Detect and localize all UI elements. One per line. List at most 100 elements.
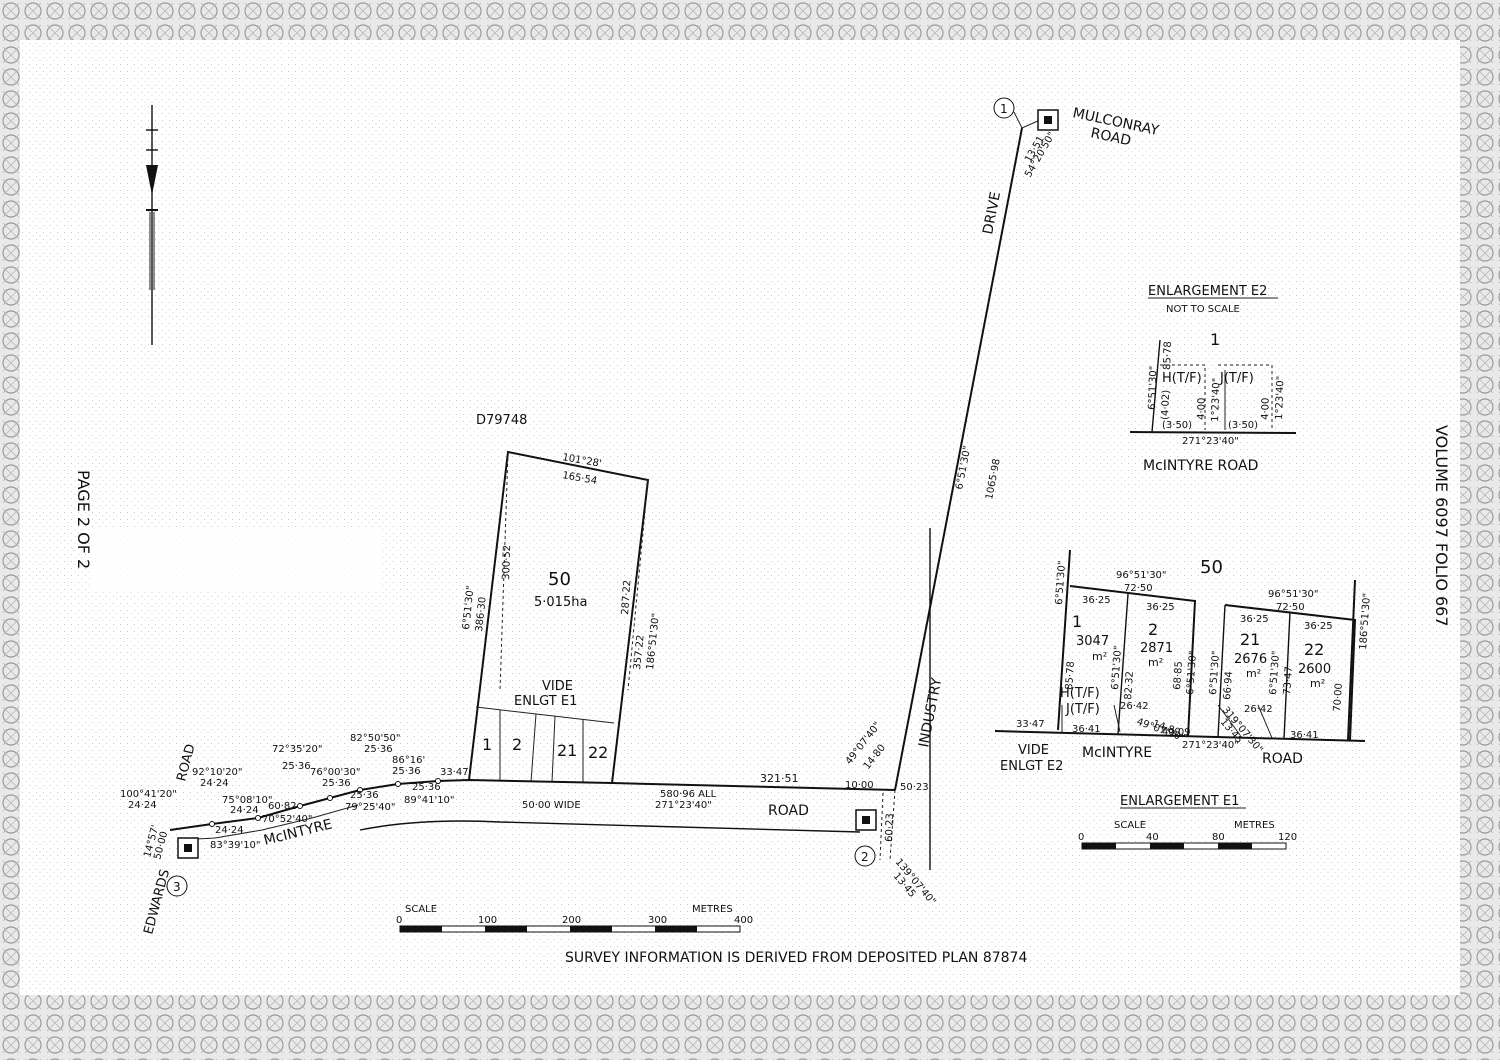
right-distance: 357·22 bbox=[632, 634, 647, 670]
svg-text:4·00: 4·00 bbox=[1196, 397, 1208, 420]
svg-text:70·00: 70·00 bbox=[1332, 683, 1345, 712]
svg-text:80: 80 bbox=[1212, 832, 1225, 843]
svg-text:100: 100 bbox=[478, 915, 497, 926]
svg-text:50: 50 bbox=[1200, 557, 1223, 578]
road-width: 50·00 WIDE bbox=[522, 800, 581, 811]
svg-text:100°41'20": 100°41'20" bbox=[120, 789, 177, 800]
svg-text:H(T/F): H(T/F) bbox=[1162, 371, 1202, 386]
page-label: PAGE 2 OF 2 bbox=[74, 470, 93, 569]
svg-text:m²: m² bbox=[1148, 656, 1163, 669]
svg-text:McINTYRE ROAD: McINTYRE ROAD bbox=[1143, 458, 1258, 474]
svg-text:22: 22 bbox=[1304, 640, 1324, 659]
svg-text:68·85: 68·85 bbox=[1172, 661, 1185, 690]
svg-text:VIDE: VIDE bbox=[1018, 743, 1049, 758]
svg-text:36·25: 36·25 bbox=[1240, 614, 1269, 625]
svg-text:25·36: 25·36 bbox=[350, 790, 379, 801]
svg-text:H(T/F): H(T/F) bbox=[1060, 686, 1100, 701]
svg-text:73·47: 73·47 bbox=[1282, 666, 1295, 695]
svg-text:McINTYRE: McINTYRE bbox=[1082, 745, 1152, 761]
small-lot-21: 21 bbox=[557, 741, 577, 760]
svg-text:26·42: 26·42 bbox=[1244, 704, 1273, 715]
svg-text:82°50'50": 82°50'50" bbox=[350, 733, 401, 744]
adjacent-plan-label: D79748 bbox=[476, 413, 527, 428]
svg-text:75°08'10": 75°08'10" bbox=[222, 795, 273, 806]
svg-text:300: 300 bbox=[648, 915, 667, 926]
svg-text:200: 200 bbox=[562, 915, 581, 926]
svg-text:24·24: 24·24 bbox=[128, 800, 157, 811]
north-arrow-icon bbox=[146, 105, 158, 345]
svg-text:83°39'10": 83°39'10" bbox=[210, 840, 261, 851]
road-name-right: ROAD bbox=[768, 803, 809, 819]
small-lot-1: 1 bbox=[482, 735, 492, 754]
svg-text:85·78: 85·78 bbox=[1162, 341, 1174, 370]
svg-text:26·42: 26·42 bbox=[1120, 701, 1149, 712]
svg-text:120: 120 bbox=[1278, 832, 1297, 843]
svg-text:60·82: 60·82 bbox=[268, 801, 297, 812]
svg-text:21: 21 bbox=[1240, 630, 1260, 649]
svg-text:(3·50): (3·50) bbox=[1162, 420, 1192, 431]
svg-text:6°51'30": 6°51'30" bbox=[1054, 560, 1068, 605]
survey-mark-3: 3 bbox=[166, 837, 199, 897]
svg-text:271°23'40": 271°23'40" bbox=[1182, 740, 1239, 751]
vide-label: VIDE bbox=[542, 679, 573, 694]
background-stipple bbox=[20, 40, 1460, 995]
road-frontage: 321·51 bbox=[760, 772, 799, 785]
svg-text:SCALE: SCALE bbox=[1114, 820, 1146, 831]
road-all: 580·96 ALL bbox=[660, 789, 717, 800]
svg-text:89°41'10": 89°41'10" bbox=[404, 795, 455, 806]
svg-text:400: 400 bbox=[734, 915, 753, 926]
svg-text:24·24: 24·24 bbox=[230, 805, 259, 816]
survey-mark-2: 2 bbox=[854, 809, 877, 867]
industry-drive bbox=[879, 119, 1041, 870]
svg-text:72·50: 72·50 bbox=[1124, 583, 1153, 594]
svg-text:72°35'20": 72°35'20" bbox=[272, 744, 323, 755]
svg-text:1°23'40": 1°23'40" bbox=[1274, 376, 1287, 421]
svg-text:m²: m² bbox=[1092, 650, 1107, 663]
right-inner-distance: 287·22 bbox=[620, 580, 633, 616]
svg-text:271°23'40": 271°23'40" bbox=[1182, 436, 1239, 447]
svg-text:3: 3 bbox=[173, 880, 181, 894]
svg-text:25·36: 25·36 bbox=[364, 744, 393, 755]
traverse-labels: 100°41'20" 24·24 92°10'20" 24·24 75°08'1… bbox=[120, 733, 455, 851]
svg-text:79°25'40": 79°25'40" bbox=[345, 802, 396, 813]
svg-text:66·94: 66·94 bbox=[1222, 671, 1235, 700]
junction-ten: 10·00 bbox=[845, 780, 874, 791]
svg-text:85·78: 85·78 bbox=[1064, 661, 1077, 690]
svg-text:36·25: 36·25 bbox=[1304, 621, 1333, 632]
mcintyre-road bbox=[169, 778, 896, 841]
svg-text:24·24: 24·24 bbox=[200, 778, 229, 789]
svg-text:J(T/F): J(T/F) bbox=[1065, 702, 1100, 717]
svg-text:6°51'30": 6°51'30" bbox=[1147, 366, 1160, 411]
svg-text:2: 2 bbox=[1148, 620, 1158, 639]
svg-text:36·25: 36·25 bbox=[1082, 595, 1111, 606]
svg-text:METRES: METRES bbox=[1234, 820, 1275, 831]
enlgt-label: ENLGT E1 bbox=[514, 694, 577, 709]
svg-text:2676: 2676 bbox=[1234, 652, 1267, 667]
svg-text:6°51'30": 6°51'30" bbox=[1268, 650, 1282, 695]
left-inner-distance: 300·52 bbox=[501, 545, 513, 580]
svg-text:36·41: 36·41 bbox=[1290, 730, 1319, 741]
svg-text:96°51'30": 96°51'30" bbox=[1116, 570, 1167, 581]
small-lot-2: 2 bbox=[512, 735, 522, 754]
road-bearing: 271°23'40" bbox=[655, 800, 712, 811]
enlargement-e2: ENLARGEMENT E2 NOT TO SCALE 1 H(T/F) J(T… bbox=[1129, 284, 1297, 474]
svg-text:36·25: 36·25 bbox=[1146, 602, 1175, 613]
svg-text:ENLARGEMENT E1: ENLARGEMENT E1 bbox=[1120, 794, 1239, 809]
survey-mark-1: 1 bbox=[993, 97, 1059, 131]
svg-text:25·36: 25·36 bbox=[282, 761, 311, 772]
svg-text:25·36: 25·36 bbox=[412, 782, 441, 793]
svg-text:0: 0 bbox=[396, 915, 402, 926]
svg-text:72·50: 72·50 bbox=[1276, 602, 1305, 613]
svg-text:SCALE: SCALE bbox=[405, 904, 437, 915]
lot-area: 5·015ha bbox=[534, 595, 587, 610]
svg-text:2600: 2600 bbox=[1298, 662, 1331, 677]
svg-text:186°51'30": 186°51'30" bbox=[1358, 593, 1373, 651]
svg-text:1°23'40": 1°23'40" bbox=[1210, 378, 1223, 423]
svg-text:1: 1 bbox=[1210, 330, 1220, 349]
svg-text:6°51'30": 6°51'30" bbox=[1110, 645, 1124, 690]
junction-5023: 50·23 bbox=[900, 782, 929, 793]
svg-text:3047: 3047 bbox=[1076, 634, 1109, 649]
svg-text:0: 0 bbox=[1078, 832, 1084, 843]
svg-text:40·09: 40·09 bbox=[1162, 727, 1191, 738]
svg-text:25·36: 25·36 bbox=[322, 778, 351, 789]
